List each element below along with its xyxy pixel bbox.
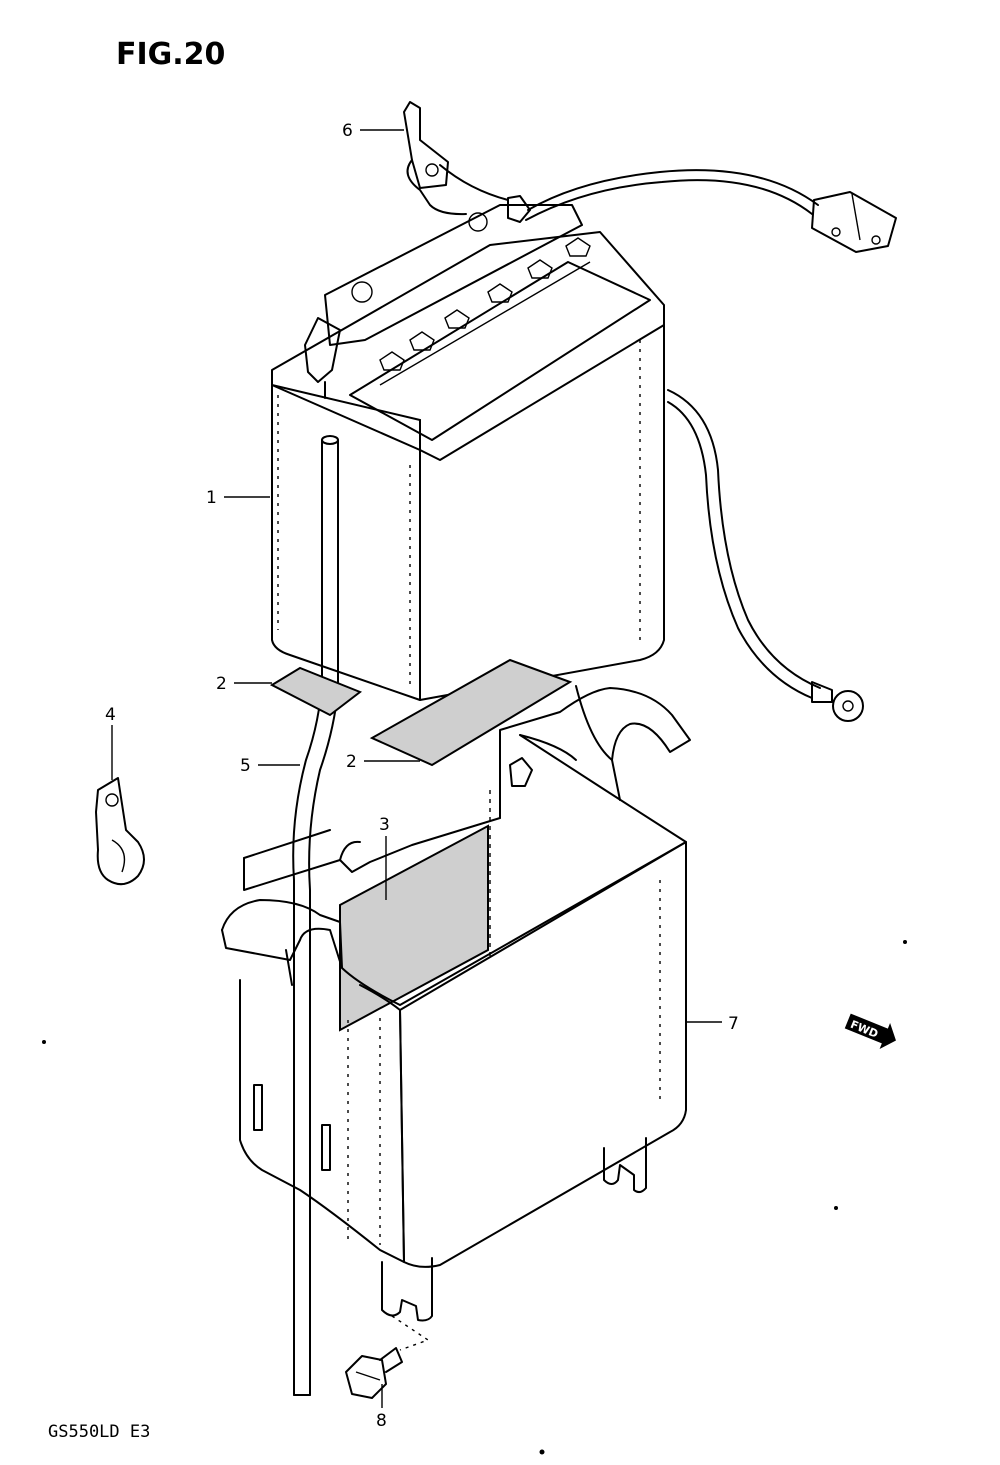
model-code: GS550LD E3 (48, 1422, 150, 1442)
callout-7: 7 (728, 1014, 739, 1034)
fwd-label: FWD (848, 1018, 880, 1041)
callout-6: 6 (342, 121, 353, 141)
breather-tube (292, 435, 339, 1396)
battery (271, 204, 665, 701)
cable-clamp (95, 777, 145, 886)
callout-3: 3 (379, 815, 390, 835)
callout-8: 8 (376, 1411, 387, 1431)
figure-title: FIG.20 (116, 37, 225, 72)
pad-3-side (339, 824, 489, 1032)
battery-case (221, 685, 691, 1351)
callout-2-left: 2 (216, 674, 227, 694)
pad-2-left (269, 666, 363, 717)
callout-4: 4 (105, 705, 116, 725)
callout-2-right: 2 (346, 752, 357, 772)
callout-1: 1 (206, 488, 217, 508)
callout-5: 5 (240, 756, 251, 776)
ground-cable (667, 389, 864, 722)
top-wire-connector (525, 169, 897, 253)
fwd-arrow-badge: FWD (844, 1013, 896, 1049)
bolt (345, 1347, 403, 1399)
leader-lines (111, 129, 722, 1408)
pad-2-right (369, 658, 573, 767)
terminal-bracket (403, 101, 531, 223)
